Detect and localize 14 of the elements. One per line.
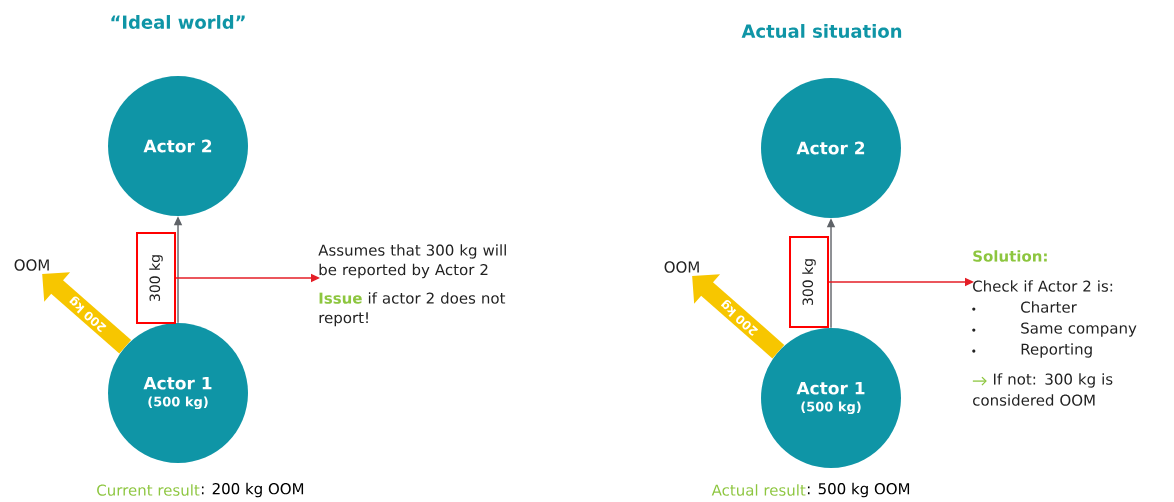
result-value: : 500 kg OOM [807, 482, 910, 498]
note-text: Solution: Check if Actor 2 is: Charter Same company Reporting If not: 300 kg is considered OOM [972, 250, 1137, 406]
result-label: Current result [97, 484, 200, 496]
destination-label: OOM [14, 259, 49, 271]
flow-arrow [42, 272, 132, 354]
quantity-box: 300 kg [136, 232, 176, 324]
note-text: Assumes that 300 kg will be reported by Actor 2 Issue if actor 2 does not report! [318, 244, 506, 327]
flow-arrow [692, 274, 785, 359]
result-label: Actual result [711, 484, 806, 496]
panel-title: Actual situation [741, 24, 902, 38]
destination-label: OOM [664, 261, 699, 273]
panel-title: “Ideal world” [111, 15, 245, 29]
quantity-box: 300 kg [789, 236, 829, 328]
result-value: : 200 kg OOM [201, 482, 304, 498]
